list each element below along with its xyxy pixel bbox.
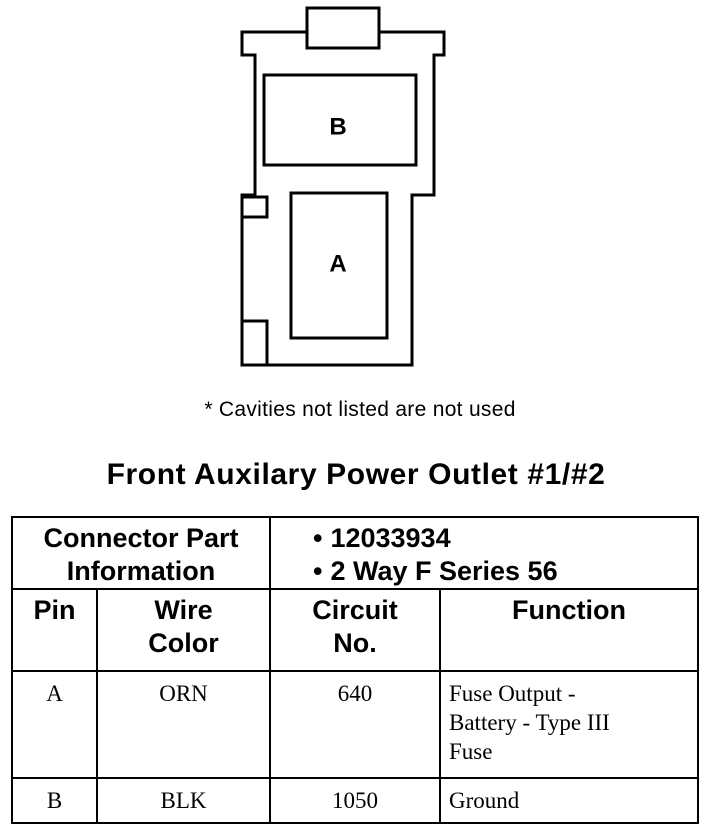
function-cell: Fuse Output - Battery - Type III Fuse	[439, 670, 699, 779]
connector-info-label-line2: Information	[66, 556, 216, 586]
circuit-cell: 1050	[269, 777, 441, 824]
cavity-b-label: B	[329, 113, 346, 140]
pin-cell: A	[11, 670, 98, 779]
connector-info-label: Connector Part Information	[11, 516, 271, 590]
bullet-icon: •	[313, 556, 323, 586]
wire-color-cell: BLK	[96, 777, 271, 824]
connector-info-label-line1: Connector Part	[43, 523, 239, 553]
connector-info-row: Connector Part Information •12033934 •2 …	[11, 516, 699, 590]
header-function: Function	[439, 588, 699, 672]
wire-color-cell: ORN	[96, 670, 271, 779]
side-key-lower	[242, 319, 269, 365]
bullet-icon: •	[313, 523, 323, 553]
cavity-b	[262, 73, 418, 167]
function-cell: Ground	[439, 777, 699, 824]
pinout-table: Connector Part Information •12033934 •2 …	[11, 516, 699, 824]
cavity-a-label: A	[329, 250, 346, 277]
cavity-a	[289, 191, 389, 340]
connector-info-values: •12033934 •2 Way F Series 56	[269, 516, 699, 590]
pin-cell: B	[11, 777, 98, 824]
table-row: B BLK 1050 Ground	[11, 777, 699, 824]
circuit-cell: 640	[269, 670, 441, 779]
connector-latch	[305, 32, 381, 50]
connector-description: 2 Way F Series 56	[330, 556, 558, 586]
connector-body-outline	[240, 6, 446, 367]
table-row: A ORN 640 Fuse Output - Battery - Type I…	[11, 670, 699, 779]
connector-diagram: B A	[240, 6, 446, 367]
unused-cavities-note: * Cavities not listed are not used	[204, 398, 516, 421]
connector-title: Front Auxilary Power Outlet #1/#2	[106, 458, 606, 491]
side-key-upper	[242, 195, 269, 219]
part-number: 12033934	[330, 523, 451, 553]
header-pin: Pin	[11, 588, 98, 672]
